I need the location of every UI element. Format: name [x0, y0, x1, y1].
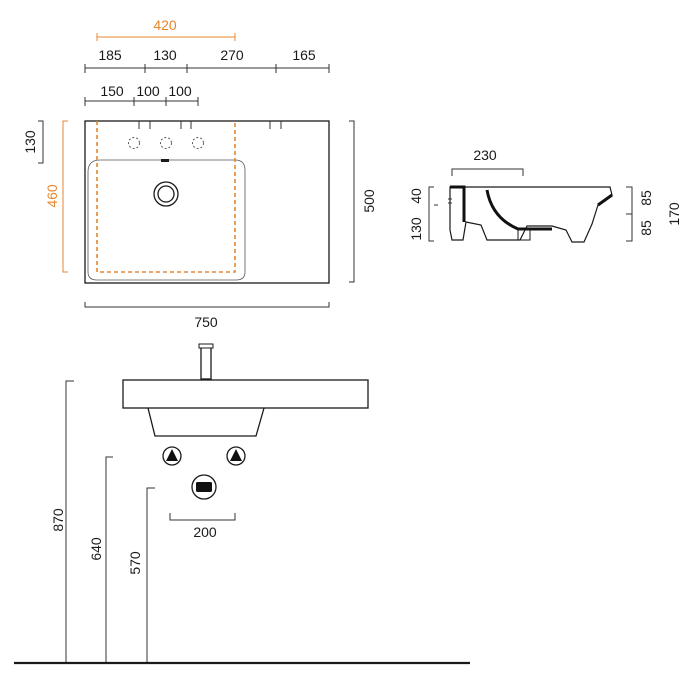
basin-outline [84, 120, 330, 284]
dim-line-taps [84, 97, 199, 106]
dim-200: 200 [193, 524, 217, 540]
dim-185: 185 [98, 47, 122, 63]
front-basin-top [122, 379, 369, 409]
bowl-outline [87, 159, 246, 281]
front-view: 200 870 640 570 [14, 343, 470, 665]
drain-connection-icon [191, 474, 217, 500]
dim-line-130-left [38, 120, 44, 164]
dim-85-bottom: 85 [638, 220, 654, 236]
dim-170: 170 [666, 202, 682, 226]
dim-line-870 [65, 380, 74, 663]
dim-line-420 [96, 33, 236, 41]
tap-hole-icon [192, 137, 204, 149]
dim-100-b: 100 [168, 83, 192, 99]
tap-hole-icon [160, 137, 172, 149]
dim-460: 460 [44, 184, 60, 208]
dim-165: 165 [292, 47, 316, 63]
dim-150: 150 [100, 83, 124, 99]
dim-130-left: 130 [22, 130, 38, 154]
dim-line-130-section [428, 186, 434, 242]
dim-130-top: 130 [153, 47, 177, 63]
dim-line-top-segments [84, 64, 330, 73]
overflow-slot [161, 159, 169, 162]
dim-570: 570 [127, 551, 143, 575]
dim-130-section: 130 [408, 217, 424, 241]
front-basin-bowl [147, 407, 265, 437]
dim-640: 640 [88, 537, 104, 561]
section-profile [449, 186, 613, 243]
dim-230: 230 [473, 147, 497, 163]
dim-line-460 [62, 120, 68, 273]
dim-750: 750 [194, 314, 218, 330]
tap-marks [138, 121, 282, 129]
tap-hole-icon [128, 137, 140, 149]
dim-100-a: 100 [136, 83, 160, 99]
dim-line-750 [84, 302, 330, 308]
dim-40: 40 [408, 188, 424, 204]
dim-line-570 [146, 487, 155, 663]
orange-dashed-area [96, 121, 236, 273]
dim-line-230 [451, 168, 524, 176]
water-connection-icon [162, 446, 182, 466]
water-connection-icon [226, 446, 246, 466]
waste-outlet-inner [157, 185, 175, 203]
dim-line-640 [105, 456, 113, 663]
top-view: 420 185 130 270 165 150 100 100 130 460 … [22, 17, 377, 330]
faucet [200, 344, 212, 380]
dim-270: 270 [220, 47, 244, 63]
section-view: 230 40 130 85 85 170 [408, 147, 682, 243]
dim-500: 500 [361, 189, 377, 213]
dim-870: 870 [50, 508, 66, 532]
dim-line-500 [349, 120, 355, 283]
dim-420: 420 [153, 17, 177, 33]
dim-85-top: 85 [638, 190, 654, 206]
dim-line-200 [169, 513, 236, 521]
dim-line-170 [626, 186, 633, 242]
